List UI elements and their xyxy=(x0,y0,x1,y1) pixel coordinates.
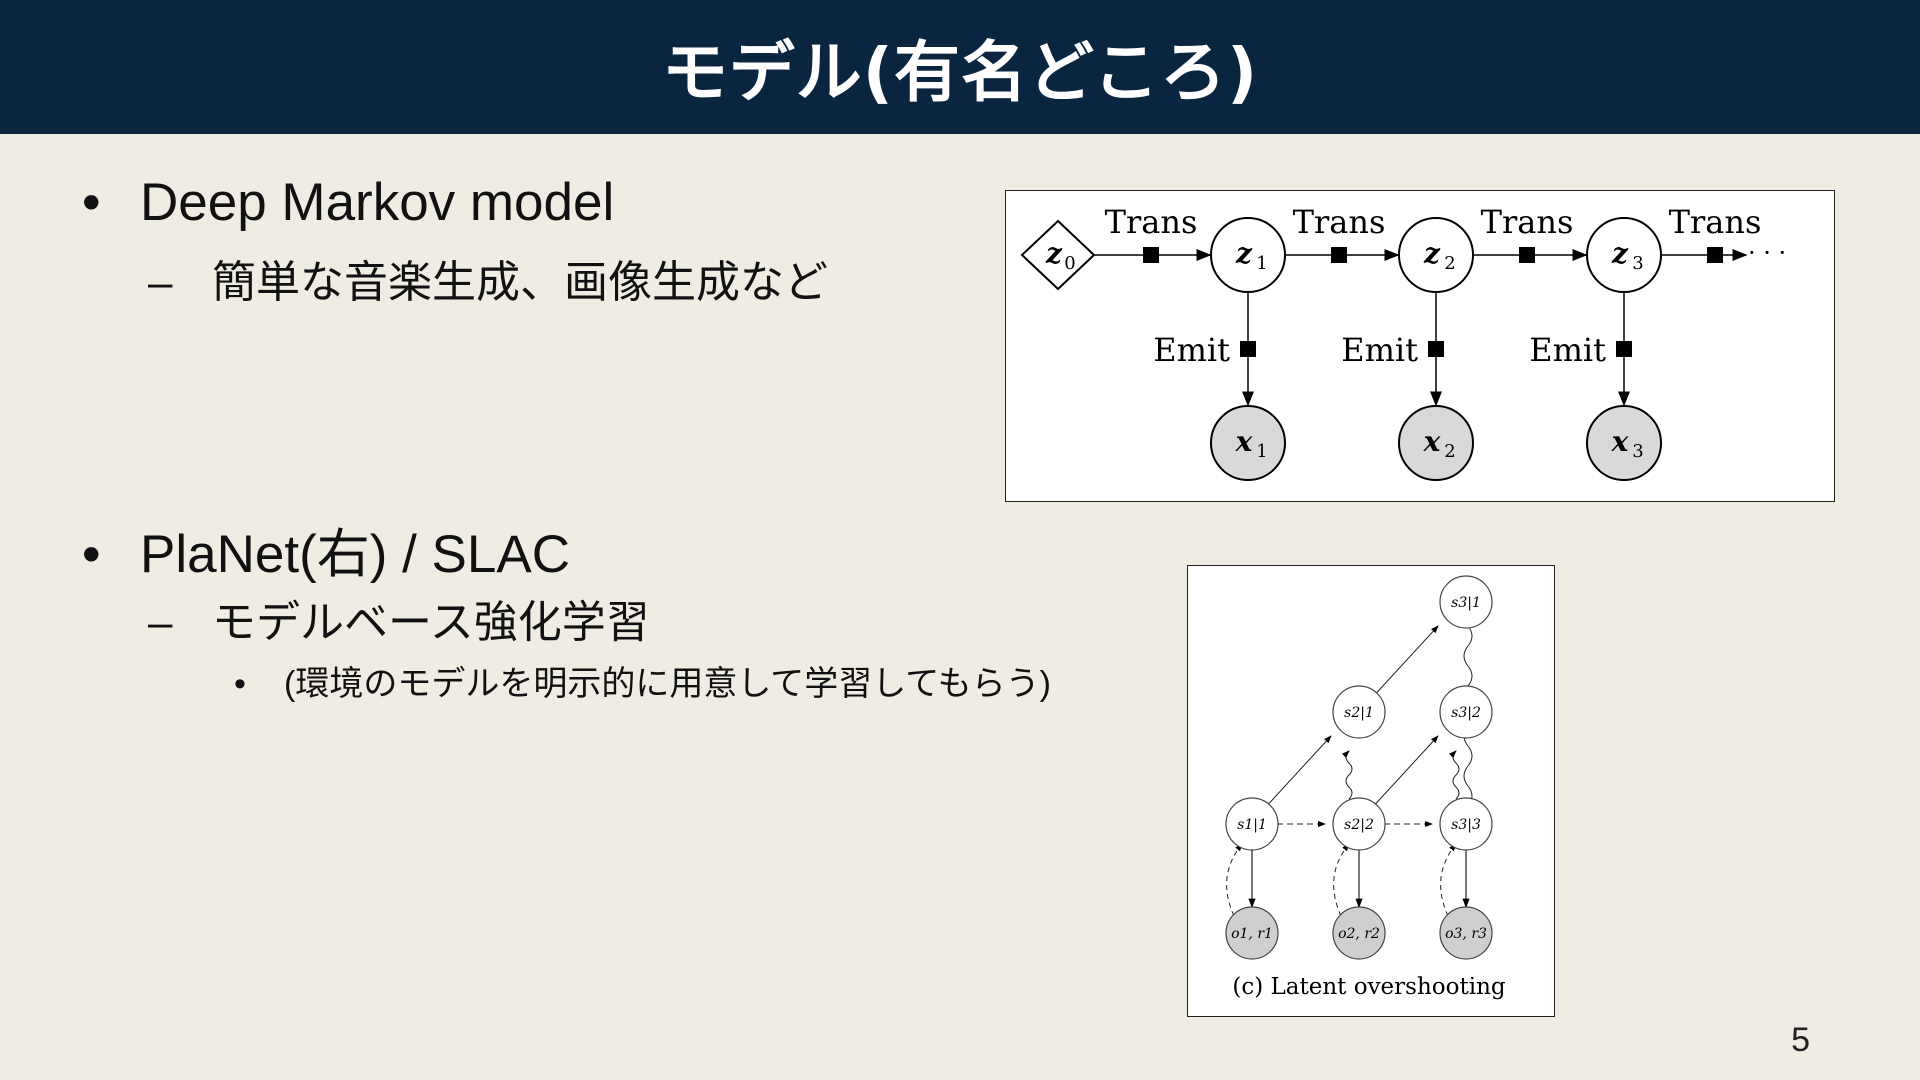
x2-sub: 2 xyxy=(1444,441,1455,462)
bullet-text: 簡単な音楽生成、画像生成など xyxy=(212,258,828,307)
state-s31-label: s3|1 xyxy=(1451,595,1481,611)
z1-label: z xyxy=(1235,237,1253,270)
bullet-marker: • xyxy=(82,173,101,232)
bullet-planet-sub: –モデルベース強化学習 xyxy=(148,586,650,650)
z2-sub: 2 xyxy=(1444,253,1455,274)
emit-factor-3 xyxy=(1616,341,1632,357)
z3-label: z xyxy=(1611,237,1629,270)
bullet-text: PlaNet(右) / SLAC xyxy=(140,525,571,584)
x3-label: x xyxy=(1611,425,1629,458)
x2-label: x xyxy=(1423,425,1441,458)
state-s32-label: s3|2 xyxy=(1451,705,1481,721)
trans-factor-1 xyxy=(1331,247,1347,263)
dmm-diagram: z 0 Trans Trans Trans Trans · · · z 1 z … xyxy=(1020,203,1786,481)
trans-label-0: Trans xyxy=(1105,203,1198,241)
bullet-marker: – xyxy=(148,258,173,307)
trans-label-3: Trans xyxy=(1669,203,1762,241)
bullet-marker: – xyxy=(148,598,173,647)
z0-node xyxy=(1020,219,1096,291)
z0-sub: 0 xyxy=(1064,253,1075,274)
state-s11-node xyxy=(1225,797,1279,851)
dmm-diagram-panel: z 0 Trans Trans Trans Trans · · · z 1 z … xyxy=(1005,190,1835,502)
obs-1-node xyxy=(1225,906,1279,960)
state-s32-node xyxy=(1439,685,1493,739)
state-s22-node xyxy=(1332,797,1386,851)
state-s31-node xyxy=(1439,575,1493,629)
state-s33-label: s3|3 xyxy=(1451,817,1481,833)
bullet-marker: • xyxy=(82,525,101,584)
obs-1-label: o1, r1 xyxy=(1231,926,1273,942)
planet-caption: (c) Latent overshooting xyxy=(1232,974,1506,1000)
x1-node xyxy=(1210,405,1286,481)
trans-factor-2 xyxy=(1519,247,1535,263)
bullet-text: モデルベース強化学習 xyxy=(212,598,650,647)
obs-2-label: o2, r2 xyxy=(1338,926,1380,942)
state-s11-label: s1|1 xyxy=(1237,817,1267,833)
state-s22-label: s2|2 xyxy=(1344,817,1374,833)
obs-2-node xyxy=(1332,906,1386,960)
trans-factor-0 xyxy=(1143,247,1159,263)
bullet-text: (環境のモデルを明示的に用意して学習してもらう) xyxy=(284,665,1051,703)
trans-label-1: Trans xyxy=(1293,203,1386,241)
trans-factor-3 xyxy=(1707,247,1723,263)
bullet-text: Deep Markov model xyxy=(140,173,615,232)
obs-3-label: o3, r3 xyxy=(1445,926,1487,942)
page-number: 5 xyxy=(1791,1021,1810,1059)
bullet-marker: • xyxy=(234,665,246,703)
planet-diagram: s3|1 s2|1 s3|2 s1|1 s2|2 s3|3 o1, r1 o2,… xyxy=(1225,575,1506,1000)
state-s21-node xyxy=(1332,685,1386,739)
obs-3-node xyxy=(1439,906,1493,960)
x2-node xyxy=(1398,405,1474,481)
x1-label: x xyxy=(1235,425,1253,458)
state-s21-label: s2|1 xyxy=(1344,705,1374,721)
emit-factor-1 xyxy=(1240,341,1256,357)
bullet-dmm-sub: –簡単な音楽生成、画像生成など xyxy=(148,246,828,310)
emit-label-1: Emit xyxy=(1153,331,1230,369)
bullet-planet-subsub: • (環境のモデルを明示的に用意して学習してもらう) xyxy=(234,656,1051,705)
emit-factor-2 xyxy=(1428,341,1444,357)
bullet-dmm: • Deep Markov model xyxy=(82,172,614,233)
state-s33-node xyxy=(1439,797,1493,851)
trans-label-2: Trans xyxy=(1481,203,1574,241)
slide-title: モデル(有名どころ) xyxy=(661,34,1259,111)
x3-node xyxy=(1586,405,1662,481)
z1-sub: 1 xyxy=(1256,253,1267,274)
z2-label: z xyxy=(1423,237,1441,270)
x1-sub: 1 xyxy=(1256,441,1267,462)
title-bar: モデル(有名どころ) xyxy=(0,0,1920,134)
z3-sub: 3 xyxy=(1632,253,1643,274)
emit-label-3: Emit xyxy=(1529,331,1606,369)
bullet-planet: • PlaNet(右) / SLAC xyxy=(82,512,570,588)
x3-sub: 3 xyxy=(1632,441,1643,462)
emit-label-2: Emit xyxy=(1341,331,1418,369)
ellipsis: · · · xyxy=(1748,239,1786,267)
planet-diagram-panel: s3|1 s2|1 s3|2 s1|1 s2|2 s3|3 o1, r1 o2,… xyxy=(1187,565,1555,1017)
z0-label: z xyxy=(1045,237,1063,270)
